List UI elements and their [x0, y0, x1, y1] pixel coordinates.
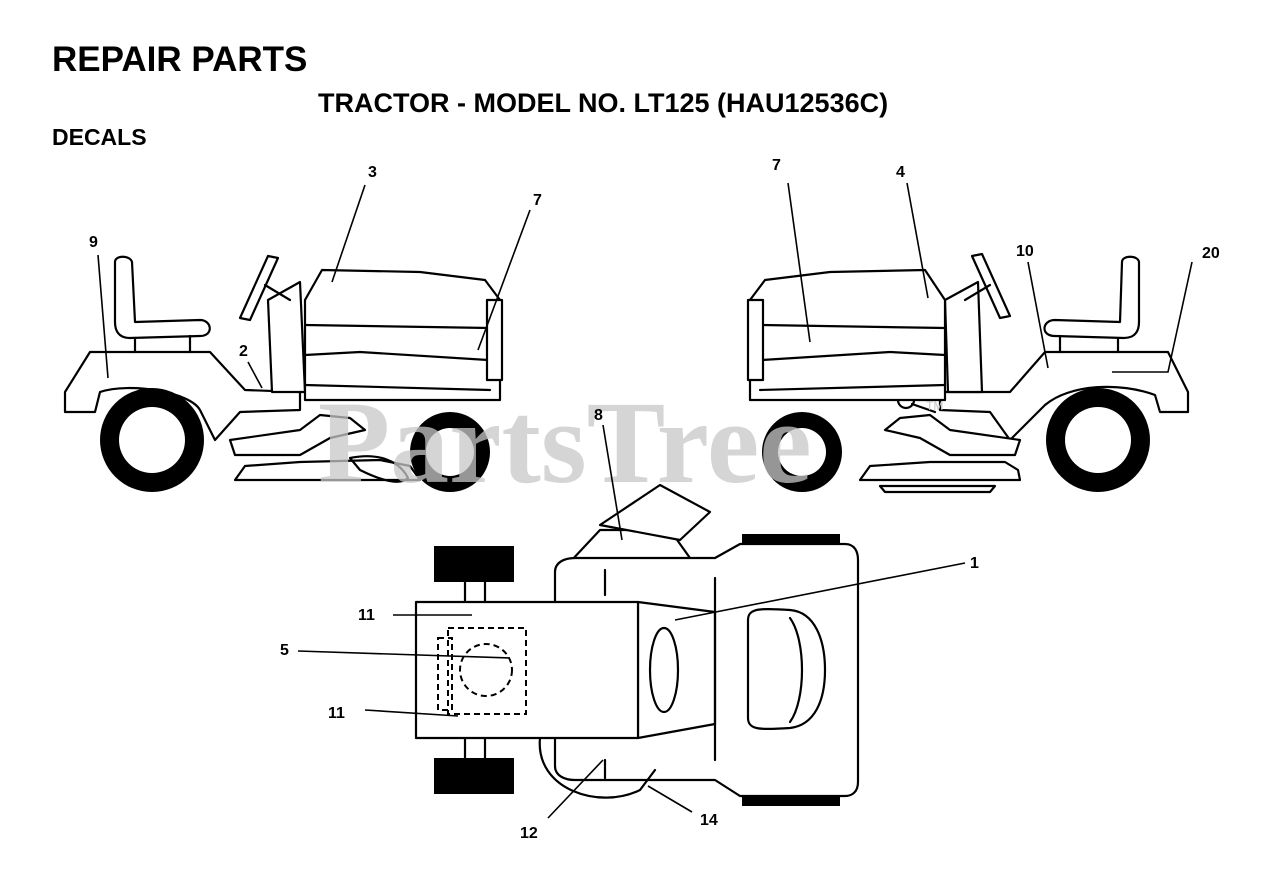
callout-8: 8: [594, 407, 603, 424]
watermark-text: PartsTree: [318, 377, 812, 508]
page-title: REPAIR PARTS: [52, 40, 308, 79]
callout-9: 9: [89, 234, 98, 251]
callout-5: 5: [280, 642, 289, 659]
model-subtitle: TRACTOR - MODEL NO. LT125 (HAU12536C): [318, 88, 889, 118]
section-heading: DECALS: [52, 124, 147, 150]
tractor-right-side-view: [746, 252, 1190, 494]
callout-11-top: 11: [358, 607, 375, 624]
callout-3: 3: [368, 164, 377, 181]
callout-10: 10: [1016, 243, 1034, 260]
callout-14: 14: [700, 812, 718, 829]
callout-numbers: 3 7 9 2 7 4 10 20 8 1 11 5 11 12 14: [89, 157, 1220, 842]
callout-7-left: 7: [533, 192, 542, 209]
leader-lines: [97, 182, 1193, 819]
tractor-left-side-view: [63, 254, 504, 492]
tractor-top-view: [414, 483, 860, 806]
callout-11-bottom: 11: [328, 705, 345, 722]
callout-1: 1: [970, 555, 979, 572]
callout-7-right: 7: [772, 157, 781, 174]
watermark-trademark: TM: [926, 399, 943, 413]
callout-4: 4: [896, 164, 905, 181]
callout-2: 2: [239, 343, 248, 360]
callout-20: 20: [1202, 245, 1220, 262]
callout-12: 12: [520, 825, 538, 842]
